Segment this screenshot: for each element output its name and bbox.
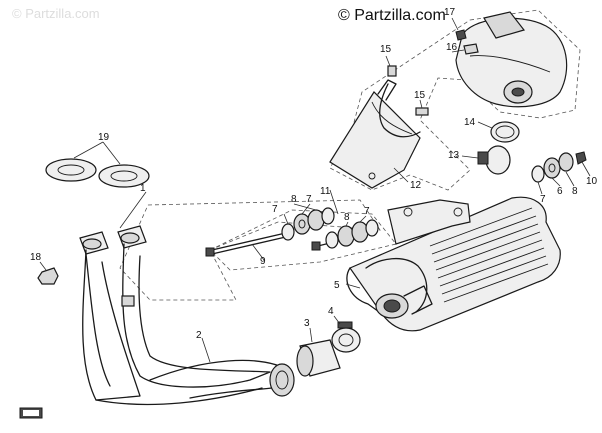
callout-8b: 8	[344, 212, 350, 223]
mid-pipe	[149, 359, 295, 399]
callout-10: 10	[586, 176, 598, 187]
gasket-rings	[45, 158, 150, 188]
callout-15a: 15	[380, 44, 392, 55]
callout-14: 14	[464, 117, 476, 128]
watermark-faint: © Partzilla.com	[12, 6, 100, 21]
mount-bracket	[387, 199, 471, 245]
callout-18: 18	[30, 252, 42, 263]
callout-11: 11	[320, 186, 331, 197]
washer-stack-right	[531, 151, 587, 183]
fastener-16-17	[455, 29, 479, 55]
ring-14	[490, 121, 520, 143]
callout-3: 3	[304, 318, 310, 329]
callout-19: 19	[98, 132, 110, 143]
callout-12: 12	[410, 180, 422, 191]
callout-8c: 8	[572, 186, 578, 197]
callout-9: 9	[260, 256, 266, 267]
long-bolt-9	[205, 231, 291, 257]
callout-4: 4	[328, 306, 334, 317]
heat-shield-plate	[329, 79, 421, 189]
callout-8a: 8	[291, 194, 297, 205]
upper-muffler-can	[455, 11, 568, 108]
callout-17: 17	[444, 7, 456, 18]
callout-7a: 7	[272, 204, 278, 215]
callout-7d: 7	[540, 194, 546, 205]
callout-16: 16	[446, 42, 458, 53]
nut-18	[37, 267, 59, 285]
callout-2: 2	[196, 330, 202, 341]
main-muffler	[346, 196, 561, 332]
group-outline-muffler	[119, 199, 381, 301]
group-outline-mount	[209, 209, 397, 271]
callout-1: 1	[140, 183, 146, 194]
callout-15b: 15	[414, 90, 426, 101]
callout-7c: 7	[364, 206, 370, 217]
pipe-clamp	[331, 321, 361, 353]
callout-7b: 7	[306, 194, 312, 205]
front-exhaust-pipes	[79, 225, 271, 406]
callout-6: 6	[557, 186, 563, 197]
manufacturer-logo	[19, 407, 43, 419]
clamp-13	[477, 145, 511, 175]
watermark-main: © Partzilla.com	[338, 7, 446, 24]
callout-5: 5	[334, 280, 340, 291]
pipe-sleeve	[296, 339, 341, 377]
callout-13: 13	[448, 150, 460, 161]
